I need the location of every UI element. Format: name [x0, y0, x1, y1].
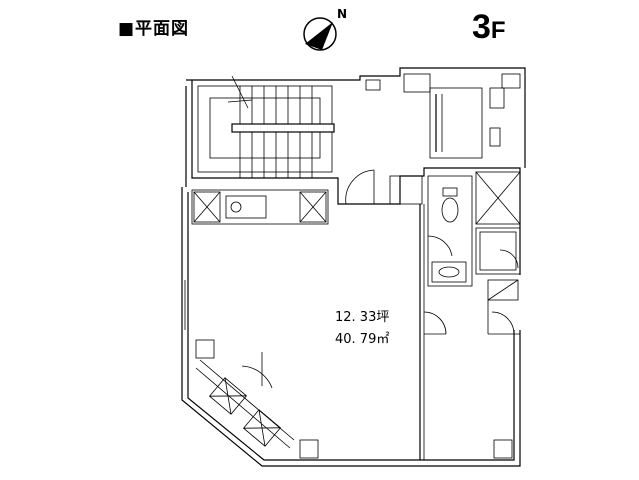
area-sqm: 40. 79㎡	[335, 332, 390, 347]
entrance-door	[345, 169, 423, 205]
floor-number: 3	[472, 8, 491, 46]
toilet-room	[427, 175, 473, 287]
angled-window-wall	[195, 352, 295, 449]
compass-north-label: N	[337, 7, 347, 21]
elevator	[365, 73, 521, 159]
outer-walls	[181, 67, 526, 467]
floor-label: 3F	[472, 8, 506, 47]
floor-suffix: F	[490, 17, 506, 44]
kitchen-counter	[191, 189, 329, 225]
area-tsubo: 12. 33坪	[335, 310, 390, 325]
utility-area	[475, 171, 521, 275]
staircase	[197, 75, 335, 178]
plan-title: ■平面図	[118, 19, 190, 39]
columns	[195, 339, 513, 459]
compass-north-icon: N	[303, 7, 347, 51]
corridor-partition	[419, 204, 520, 460]
